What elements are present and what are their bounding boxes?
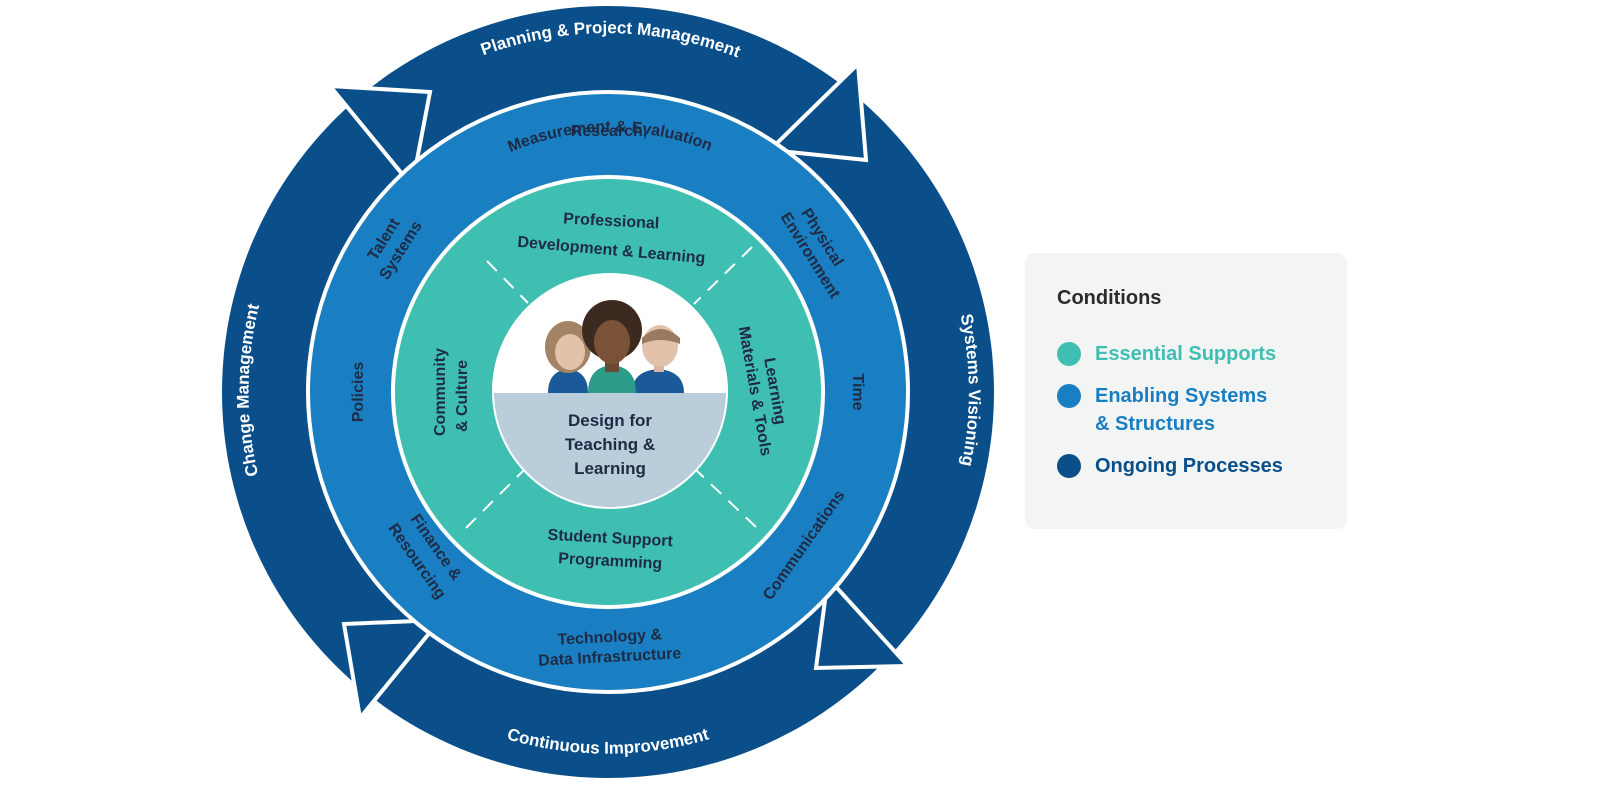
label-research: Research,	[571, 123, 648, 140]
arrow-top-left	[325, 83, 433, 191]
label-programming: Programming	[558, 550, 663, 572]
legend-panel: Conditions Essential Supports Enabling S…	[1025, 253, 1347, 529]
inner-dividers	[465, 246, 757, 529]
label-community: Community	[432, 348, 449, 436]
center-line2: Teaching &	[565, 435, 655, 454]
cycle-arrows	[325, 59, 913, 723]
legend-label-ongoing: Ongoing Processes	[1095, 455, 1283, 477]
label-technology: Technology &	[557, 626, 663, 648]
essential-dot-icon	[1057, 342, 1081, 366]
legend-label-essential: Essential Supports	[1095, 343, 1277, 365]
people-icon	[545, 300, 684, 393]
label-culture: & Culture	[454, 360, 471, 432]
label-time: Time	[849, 373, 866, 410]
arrow-top-right	[765, 59, 869, 163]
arrow-bottom-left	[341, 617, 445, 723]
label-professional: Professional	[563, 211, 660, 233]
legend-title: Conditions	[1057, 287, 1162, 309]
legend-label-enabling: Enabling Systems & Structures	[1095, 385, 1268, 435]
label-policies: Policies	[350, 362, 367, 423]
center-line3: Learning	[574, 459, 646, 478]
ongoing-dot-icon	[1057, 454, 1081, 478]
legend-item-essential: Essential Supports	[1057, 340, 1315, 368]
legend-item-enabling: Enabling Systems & Structures	[1057, 382, 1315, 438]
label-student-support: Student Support	[547, 527, 674, 551]
enabling-dot-icon	[1057, 384, 1081, 408]
legend-item-ongoing: Ongoing Processes	[1057, 452, 1315, 480]
arrow-bottom-right	[813, 573, 913, 671]
center-line1: Design for	[568, 411, 652, 430]
